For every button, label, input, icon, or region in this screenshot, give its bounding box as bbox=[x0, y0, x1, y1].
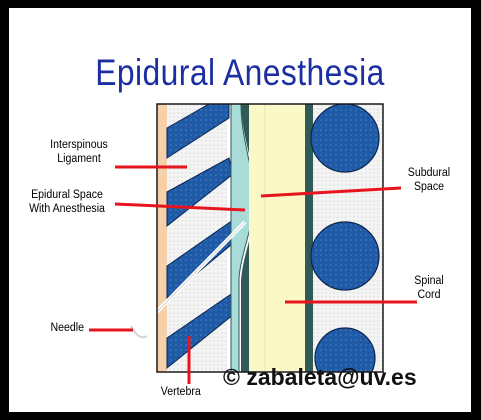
copyright-credit: © zabaleta@uv.es bbox=[223, 364, 417, 391]
label-interspinous-ligament: Interspinous Ligament bbox=[40, 138, 117, 166]
label-needle: Needle bbox=[50, 321, 84, 335]
label-spinal-cord: Spinal Cord bbox=[411, 274, 448, 302]
vertebral-body-2 bbox=[311, 222, 379, 290]
diagram-card: Epidural Anesthesia Interspinous Ligamen… bbox=[9, 8, 471, 412]
label-vertebra: Vertebra bbox=[161, 385, 201, 399]
skin-strip bbox=[157, 104, 167, 372]
diagram-title: Epidural Anesthesia bbox=[41, 52, 438, 94]
label-epidural-space: Epidural Space With Anesthesia bbox=[19, 188, 115, 216]
vertebral-body-1 bbox=[311, 104, 379, 172]
needle-hub bbox=[131, 326, 147, 337]
spinal-cord bbox=[249, 104, 305, 372]
label-subdural-space: Subdural Space bbox=[401, 166, 456, 194]
